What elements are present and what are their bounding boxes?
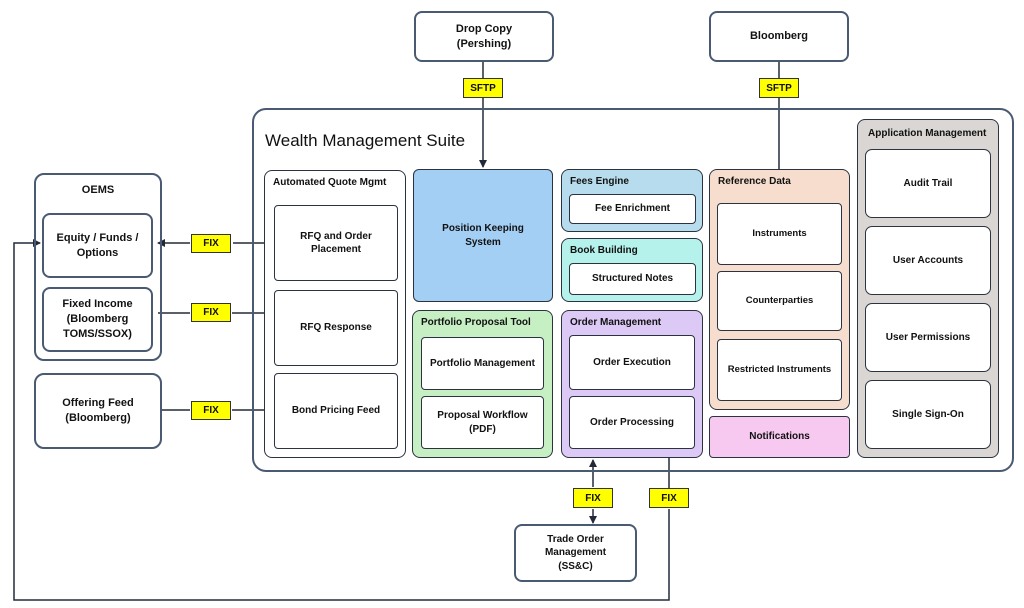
fixed-income-box[interactable]: Fixed Income (Bloomberg TOMS/SSOX) [42,287,153,352]
order-execution-label: Order Execution [593,356,671,368]
oems-title: OEMS [81,184,115,196]
user-permissions-label: User Permissions [885,331,971,343]
oems-panel [34,173,162,361]
proposal-workflow[interactable]: Proposal Workflow (PDF) [421,396,544,449]
user-permissions[interactable]: User Permissions [865,303,991,372]
fix-tag-rfq-response: FIX [191,303,231,322]
restricted-instruments[interactable]: Restricted Instruments [717,339,842,401]
fee-enrichment[interactable]: Fee Enrichment [569,194,696,224]
rfq-order-placement[interactable]: RFQ and Order Placement [274,205,398,281]
fee-enrichment-label: Fee Enrichment [594,203,671,215]
bond-pricing-feed-label: Bond Pricing Feed [291,405,381,417]
order-processing-label: Order Processing [590,416,674,428]
reference-data-title: Reference Data [718,176,791,187]
bond-pricing-feed[interactable]: Bond Pricing Feed [274,373,398,449]
aqm-title: Automated Quote Mgmt [273,177,387,188]
offering-feed-label: Offering Feed (Bloomberg) [62,397,134,424]
rfq-response-label: RFQ Response [300,322,372,334]
fix-tag-trade-order: FIX [573,488,613,508]
instruments-label: Instruments [752,227,807,239]
audit-trail-label: Audit Trail [903,177,953,189]
trade-order-management-box[interactable]: Trade Order Management (SS&C) [514,524,637,582]
fix-tag-bond-pricing: FIX [191,401,231,420]
offering-feed-box[interactable]: Offering Feed (Bloomberg) [34,373,162,449]
order-processing[interactable]: Order Processing [569,396,695,449]
book-building-title: Book Building [570,245,638,256]
fees-engine-title: Fees Engine [570,176,629,187]
user-accounts[interactable]: User Accounts [865,226,991,295]
portfolio-management[interactable]: Portfolio Management [421,337,544,390]
position-keeping-label: Position Keeping System [442,223,524,248]
portfolio-management-label: Portfolio Management [429,357,535,369]
fixed-income-label: Fixed Income (Bloomberg TOMS/SSOX) [62,298,133,340]
notifications[interactable]: Notifications [709,416,850,458]
fix-tag-rfq-placement: FIX [191,234,231,253]
fix-tag-oems-loop: FIX [649,488,689,508]
user-accounts-label: User Accounts [892,254,964,266]
rfq-response[interactable]: RFQ Response [274,290,398,366]
proposal-workflow-label: Proposal Workflow (PDF) [437,410,528,435]
wealth-management-suite [252,108,1014,472]
application-management-title: Application Management [868,128,987,139]
bloomberg-box[interactable]: Bloomberg [709,11,849,62]
restricted-instruments-label: Restricted Instruments [727,363,832,375]
order-execution[interactable]: Order Execution [569,335,695,390]
trade-order-management-label: Trade Order Management (SS&C) [544,533,607,572]
order-management-title: Order Management [570,317,662,328]
instruments[interactable]: Instruments [717,203,842,265]
drop-copy-label: Drop Copy (Pershing) [455,22,513,50]
counterparties-label: Counterparties [745,294,814,306]
drop-copy-box[interactable]: Drop Copy (Pershing) [414,11,554,62]
suite-title: Wealth Management Suite [265,131,466,150]
sftp-tag-bloomberg: SFTP [759,78,799,98]
single-sign-on-label: Single Sign-On [892,408,964,420]
structured-notes[interactable]: Structured Notes [569,263,696,295]
position-keeping-system[interactable]: Position Keeping System [413,169,553,302]
notifications-label: Notifications [749,431,810,443]
equity-funds-options-box[interactable]: Equity / Funds / Options [42,213,153,278]
equity-funds-options-label: Equity / Funds / Options [56,231,139,259]
audit-trail[interactable]: Audit Trail [865,149,991,218]
counterparties[interactable]: Counterparties [717,271,842,331]
bloomberg-label: Bloomberg [749,30,809,43]
rfq-order-placement-label: RFQ and Order Placement [300,230,372,256]
structured-notes-label: Structured Notes [591,273,674,285]
single-sign-on[interactable]: Single Sign-On [865,380,991,449]
sftp-tag-drop-copy: SFTP [463,78,503,98]
ppt-title: Portfolio Proposal Tool [421,317,531,328]
